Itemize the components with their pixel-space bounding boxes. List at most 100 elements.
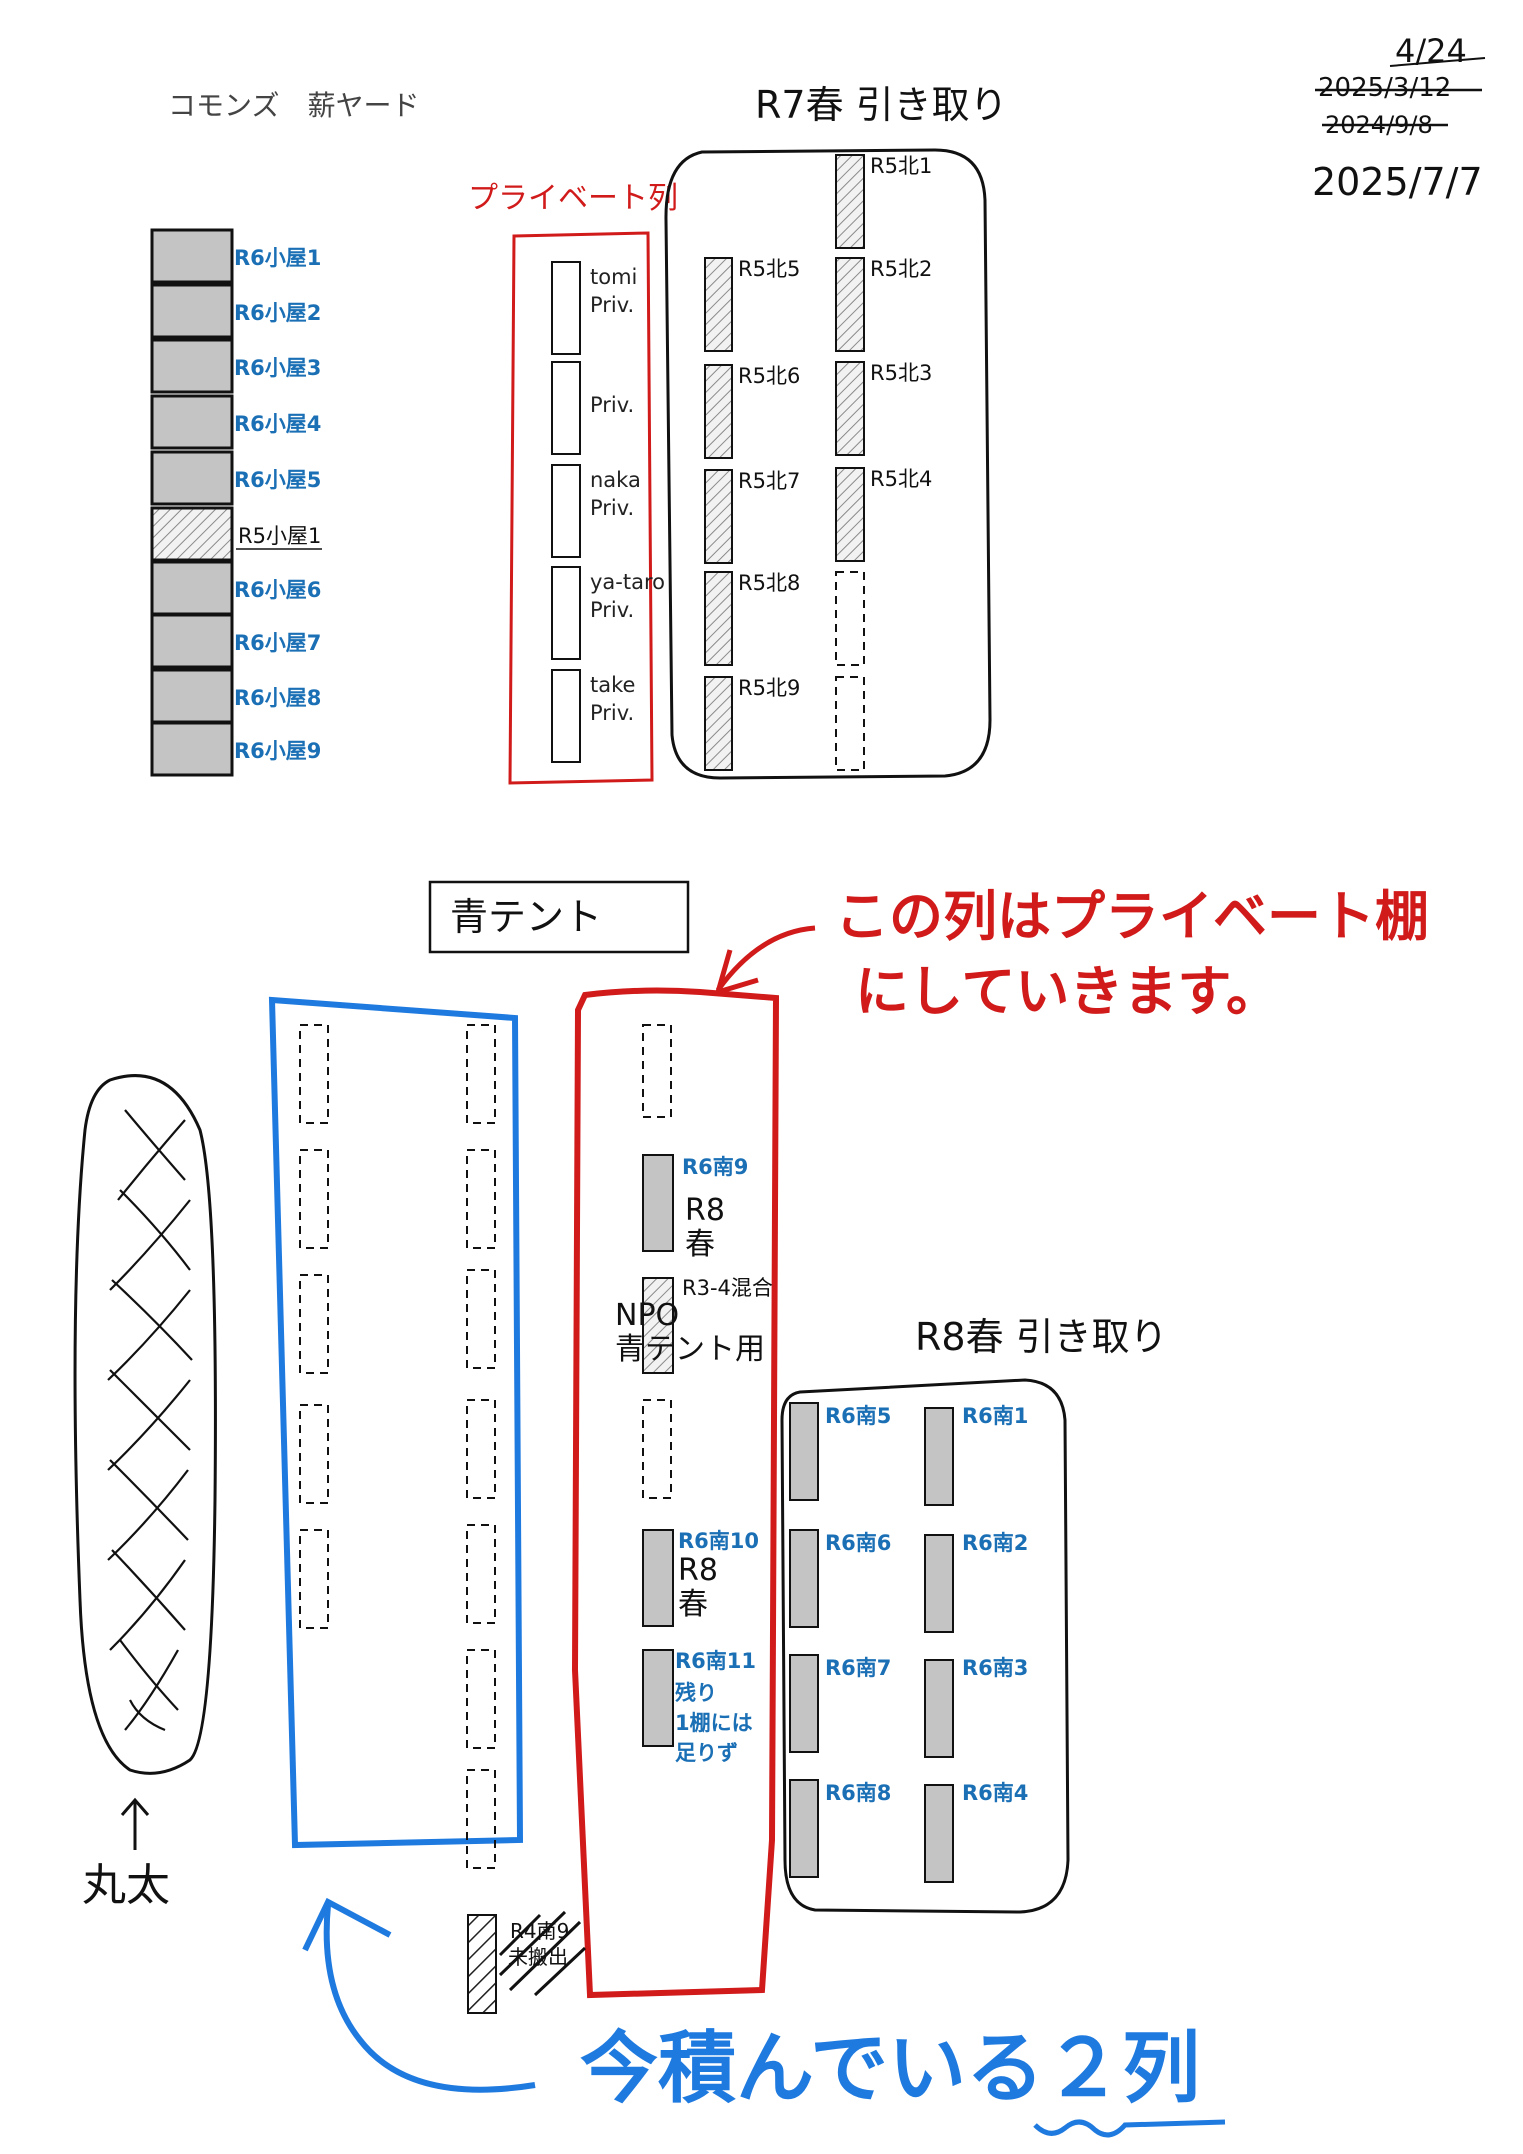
- r8-slot-left: [789, 1529, 819, 1628]
- private-slot: [551, 566, 581, 660]
- empty-slot: [466, 1399, 496, 1499]
- red-column-slot-label: R6南10: [678, 1529, 759, 1553]
- empty-slot: [466, 1769, 496, 1869]
- r8-slot-label: R6南5: [825, 1404, 891, 1428]
- private-slot-label: Priv.: [590, 393, 634, 417]
- r8-slot-right: [924, 1784, 954, 1883]
- r7-slot-label: R5北2: [870, 257, 932, 281]
- empty-slot: [299, 1404, 329, 1504]
- shed-label: R6小屋4: [234, 412, 321, 436]
- r8-slot-label: R6南1: [962, 1404, 1028, 1428]
- r4-slot: [467, 1914, 497, 2014]
- r8-slot-label: R6南3: [962, 1656, 1028, 1680]
- r7-slot-label: R5北7: [738, 469, 800, 493]
- r7-group-border: [664, 148, 992, 780]
- empty-slot: [466, 1649, 496, 1749]
- empty-slot: [299, 1149, 329, 1249]
- r7-slot-right: [835, 467, 865, 562]
- shed-slot: [150, 283, 234, 339]
- shed-slot: [150, 394, 234, 450]
- page-title: コモンズ 薪ヤード: [168, 89, 419, 122]
- empty-slot: [299, 1529, 329, 1629]
- red-column-slot: [642, 1649, 674, 1747]
- log-pile-outline: [73, 1074, 217, 1775]
- red-private-column-border: [571, 987, 780, 1999]
- red-annotation-line2: にしていきます。: [855, 960, 1280, 1023]
- empty-slot: [466, 1149, 496, 1249]
- red-annotation-line1: この列はプライベート棚: [835, 885, 1429, 948]
- blue-tent-box: [428, 880, 690, 954]
- blue-arrow: [323, 1904, 536, 2093]
- red-arrow: [715, 925, 816, 992]
- shed-slot: [150, 506, 234, 562]
- r7-slot-left: [704, 257, 733, 352]
- r8-slot-label: R6南2: [962, 1531, 1028, 1555]
- private-slot: [551, 669, 581, 763]
- private-column-border: [508, 231, 654, 785]
- r7-slot-label: R5北4: [870, 467, 932, 491]
- shed-label: R5小屋1: [238, 524, 321, 548]
- shed-label: R6小屋8: [234, 686, 321, 710]
- date-current: 2025/7/7: [1312, 160, 1483, 204]
- blue-annotation: 今積んでいる２列: [580, 2024, 1200, 2114]
- r8-group-border: [780, 1378, 1070, 1914]
- private-column-heading: プライベート列: [468, 181, 678, 216]
- shed-slot: [150, 560, 234, 616]
- red-column-slot: [642, 1154, 674, 1252]
- r7-empty-slot: [835, 571, 865, 666]
- r7-slot-right: [835, 154, 865, 249]
- heading-r7: R7春 引き取り: [755, 83, 1008, 127]
- private-slot: [551, 261, 581, 355]
- empty-slot: [299, 1274, 329, 1374]
- r4-hatch: [498, 1910, 587, 1997]
- r8-slot-label: R6南4: [962, 1781, 1028, 1805]
- r7-slot-left: [704, 571, 733, 666]
- blue-tent-label: 青テント: [450, 895, 602, 939]
- date-block: 4/24 2025/3/12 2024/9/8 2025/7/7: [1312, 32, 1486, 204]
- r8-slot-right: [924, 1659, 954, 1758]
- shed-column: R6小屋1R6小屋2R6小屋3R6小屋4R6小屋5R5小屋1R6小屋6R6小屋7…: [150, 228, 322, 777]
- r8-slot-left: [789, 1779, 819, 1878]
- empty-slot: [642, 1399, 672, 1499]
- date-struck-2: 2025/3/12: [1318, 73, 1451, 103]
- r8-slot-left: [789, 1402, 819, 1501]
- r8-slot-right: [924, 1407, 954, 1506]
- private-slot: [551, 361, 581, 455]
- shed-label: R6小屋9: [234, 739, 321, 763]
- r7-slot-label: R5北3: [870, 361, 932, 385]
- shed-label: R6小屋1: [234, 246, 321, 270]
- r7-empty-slot: [835, 676, 865, 771]
- blue-column-slots: [299, 1024, 496, 1869]
- red-column-slot-label: R6南11: [675, 1649, 756, 1673]
- log-crosses: [107, 1109, 193, 1732]
- r7-slot-label: R5北5: [738, 257, 800, 281]
- blue-current-column-border: [268, 996, 524, 1849]
- shed-slot: [150, 450, 234, 506]
- shed-slot: [150, 721, 234, 777]
- r7-slot-right: [835, 257, 865, 352]
- r7-slot-label: R5北8: [738, 571, 800, 595]
- blue-arrow-head: [302, 1897, 392, 1952]
- red-column-slot-label: R6南9: [682, 1155, 748, 1179]
- r7-slot-label: R5北9: [738, 676, 800, 700]
- shed-slot: [150, 613, 234, 669]
- r7-slot-left: [704, 469, 733, 564]
- shed-slot: [150, 338, 234, 394]
- log-arrow-head: [120, 1797, 150, 1816]
- r7-slot-label: R5北6: [738, 364, 800, 388]
- r8-slot-label: R6南6: [825, 1531, 891, 1555]
- r8-slot-right: [924, 1534, 954, 1633]
- r7-slot-left: [704, 676, 733, 771]
